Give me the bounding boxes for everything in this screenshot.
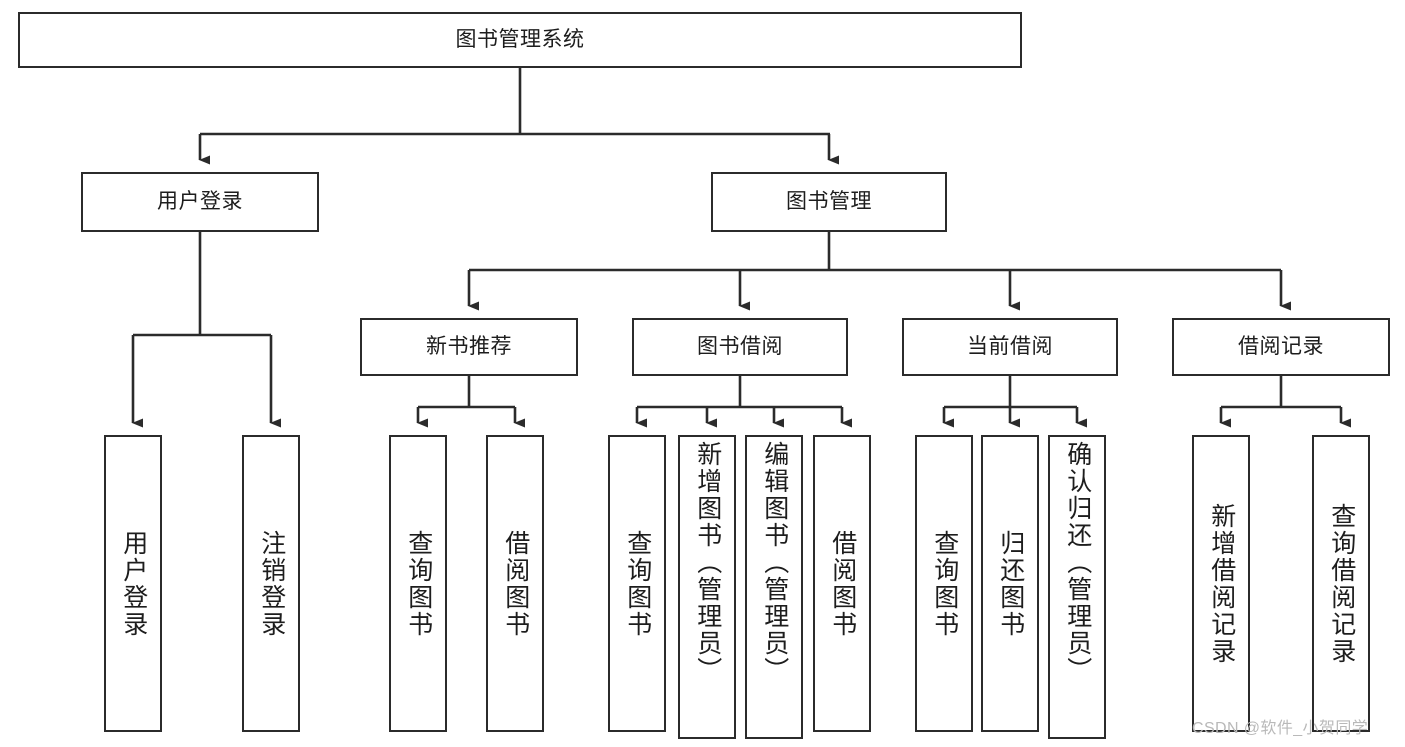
- node-leaf-user-login[interactable]: 用户登录: [104, 435, 162, 732]
- node-leaf-confirm-return[interactable]: 确认归还（管理员）: [1048, 435, 1106, 739]
- node-leaf-return-book-label: 归还图书: [996, 529, 1025, 638]
- node-user-login-label: 用户登录: [157, 190, 243, 214]
- node-leaf-add-book[interactable]: 新增图书（管理员）: [678, 435, 736, 739]
- node-leaf-query-book-2[interactable]: 查询图书: [608, 435, 666, 732]
- node-new-book-rec[interactable]: 新书推荐: [360, 318, 578, 376]
- node-leaf-logout-label: 注销登录: [257, 529, 286, 638]
- node-leaf-query-book-1[interactable]: 查询图书: [389, 435, 447, 732]
- node-borrow-record[interactable]: 借阅记录: [1172, 318, 1390, 376]
- node-user-login[interactable]: 用户登录: [81, 172, 319, 232]
- node-leaf-add-book-label: 新增图书（管理员）: [693, 441, 722, 684]
- node-leaf-query-book-3-label: 查询图书: [930, 529, 959, 638]
- node-leaf-user-login-label: 用户登录: [119, 529, 148, 638]
- node-leaf-borrow-book-2[interactable]: 借阅图书: [813, 435, 871, 732]
- node-book-borrow-label: 图书借阅: [697, 335, 783, 359]
- node-leaf-borrow-book-1[interactable]: 借阅图书: [486, 435, 544, 732]
- node-borrow-record-label: 借阅记录: [1238, 335, 1324, 359]
- node-leaf-edit-book[interactable]: 编辑图书（管理员）: [745, 435, 803, 739]
- node-book-borrow[interactable]: 图书借阅: [632, 318, 848, 376]
- node-leaf-query-book-3[interactable]: 查询图书: [915, 435, 973, 732]
- node-new-book-rec-label: 新书推荐: [426, 335, 512, 359]
- node-leaf-confirm-return-label: 确认归还（管理员）: [1063, 441, 1092, 684]
- node-leaf-add-record[interactable]: 新增借阅记录: [1192, 435, 1250, 732]
- node-current-borrow[interactable]: 当前借阅: [902, 318, 1118, 376]
- node-leaf-query-book-2-label: 查询图书: [623, 529, 652, 638]
- node-leaf-query-record-label: 查询借阅记录: [1327, 502, 1356, 665]
- node-leaf-query-record[interactable]: 查询借阅记录: [1312, 435, 1370, 732]
- node-leaf-return-book[interactable]: 归还图书: [981, 435, 1039, 732]
- node-root-label: 图书管理系统: [455, 28, 585, 52]
- node-leaf-logout[interactable]: 注销登录: [242, 435, 300, 732]
- node-leaf-borrow-book-1-label: 借阅图书: [501, 529, 530, 638]
- node-leaf-edit-book-label: 编辑图书（管理员）: [760, 441, 789, 684]
- node-book-manage[interactable]: 图书管理: [711, 172, 947, 232]
- node-leaf-borrow-book-2-label: 借阅图书: [828, 529, 857, 638]
- node-leaf-query-book-1-label: 查询图书: [404, 529, 433, 638]
- node-current-borrow-label: 当前借阅: [967, 335, 1053, 359]
- node-leaf-add-record-label: 新增借阅记录: [1207, 502, 1236, 665]
- node-book-manage-label: 图书管理: [786, 190, 872, 214]
- node-root[interactable]: 图书管理系统: [18, 12, 1022, 68]
